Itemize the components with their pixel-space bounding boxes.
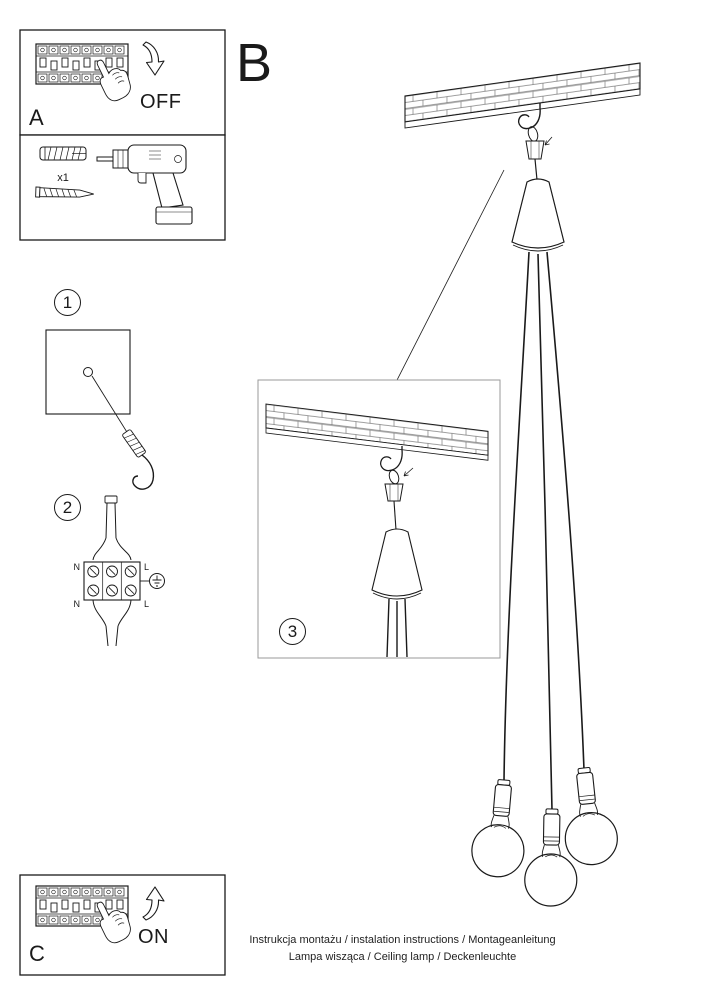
inset-detail-box: [257, 379, 501, 659]
canopy-drawing: [511, 178, 565, 252]
panel-c-label: C: [29, 941, 45, 966]
drill-hole: [83, 367, 93, 377]
live-label-top: L: [144, 562, 149, 572]
bulb-left: [469, 777, 531, 880]
terminal-block-drawing: [83, 561, 141, 601]
inset-hook-drawing: [380, 446, 414, 531]
panel-c-box: [19, 874, 226, 976]
cable-lines: [503, 251, 585, 811]
neutral-label-top: N: [74, 562, 81, 572]
hook-anchor-icon: [122, 429, 146, 458]
screw-icon: [35, 186, 94, 198]
tools-box: x1: [19, 134, 226, 241]
hook-curl: [132, 454, 155, 490]
anchor-quantity-label: x1: [57, 172, 69, 184]
ceiling-plank-drawing: [404, 62, 641, 129]
step-3-number: 3: [279, 618, 306, 645]
footer-line-1: Instrukcja montażu / instalation instruc…: [249, 934, 556, 946]
bulb-right: [557, 764, 621, 868]
section-b-label: B: [236, 33, 273, 93]
live-label-bottom: L: [144, 599, 149, 609]
callout-line: [393, 169, 505, 387]
footer-caption: Instrukcja montażu / instalation instruc…: [230, 932, 575, 965]
panel-a-box: [19, 29, 226, 136]
inset-plank-drawing: [265, 403, 489, 461]
drill-icon: [96, 144, 193, 225]
panel-a-label: A: [29, 105, 44, 130]
step-1-drawing: [45, 329, 155, 490]
step-2-drawing: N L N L: [74, 495, 165, 647]
ceiling-hook-drawing: [518, 103, 553, 181]
step-1-number: 1: [54, 289, 81, 316]
breaker-on-label: ON: [138, 926, 169, 948]
breaker-off-label: OFF: [140, 91, 182, 113]
main-lamp-drawing: [393, 62, 641, 908]
inset-canopy-drawing: [371, 528, 423, 658]
footer-line-2: Lampa wisząca / Ceiling lamp / Deckenleu…: [288, 950, 517, 963]
neutral-label-bottom: N: [74, 599, 81, 609]
wall-plug-icon: [39, 146, 87, 161]
ground-symbol-icon: [140, 573, 165, 589]
step-2-number: 2: [54, 494, 81, 521]
